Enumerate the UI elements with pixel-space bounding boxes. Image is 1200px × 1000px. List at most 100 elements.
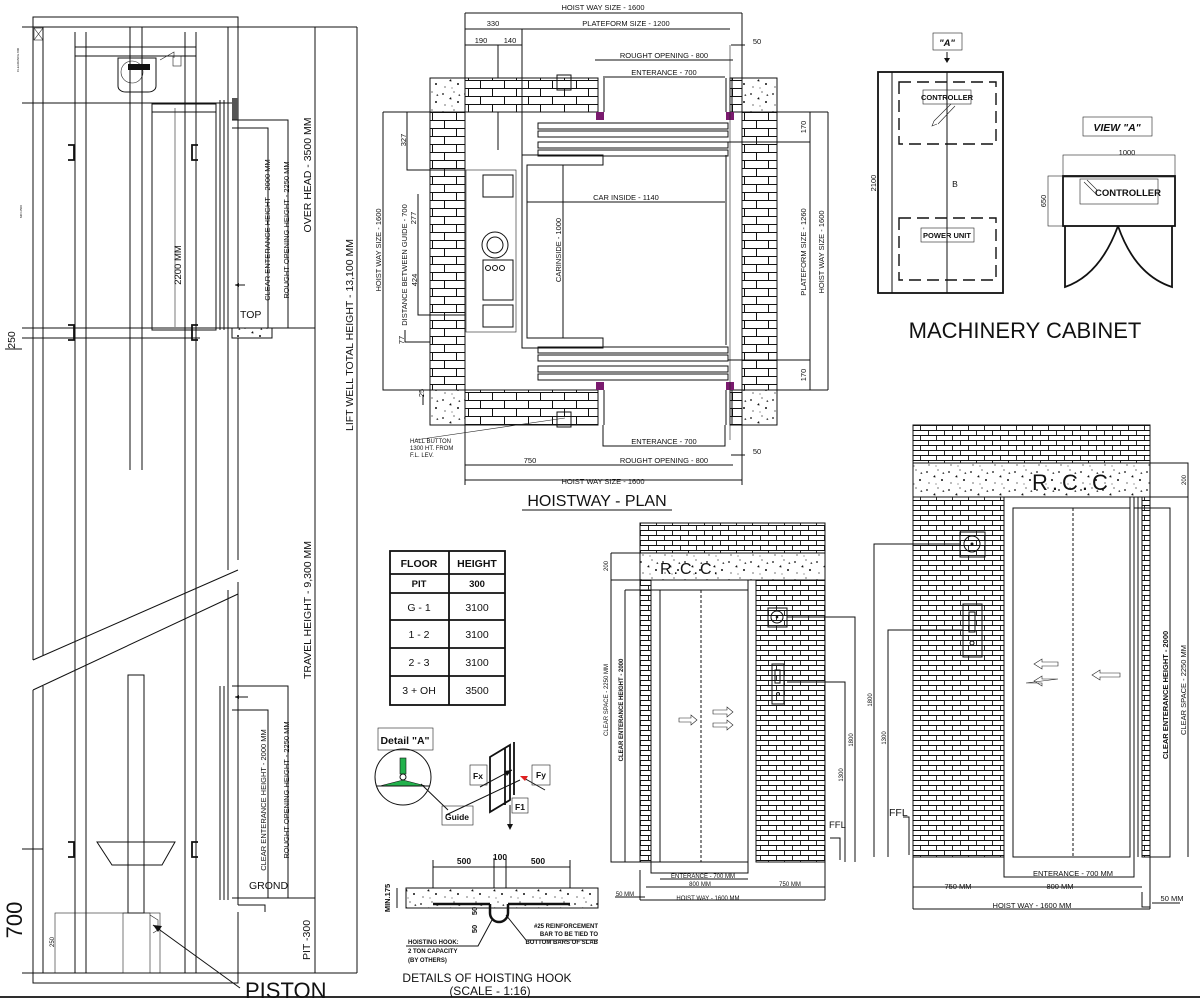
right-dim-800: 800 MM (1046, 882, 1073, 891)
dim-190: 190 (475, 36, 488, 45)
guide-rail-icon (489, 742, 515, 814)
dim-50b: 50 (470, 925, 479, 933)
dim-330: 330 (487, 19, 500, 28)
dim-50a: 50 (470, 907, 479, 915)
hoisting-hook-title: DETAILS OF HOISTING HOOK (402, 971, 571, 985)
dim-50-bottom: 50 (753, 447, 761, 456)
right-dim-200: 200 (1182, 474, 1188, 485)
power-pack-machine-icon (465, 169, 517, 333)
top-clear-entrance-dim: CLEAR ENTERANCE HEIGHT - 2000 MM (263, 159, 272, 301)
hoist-way-bottom-dim: HOIST WAY SIZE - 1600 (561, 477, 644, 486)
mid-dim-50: 50 MM (616, 892, 634, 898)
table-header-floor: FLOOR (401, 558, 438, 570)
hoisting-hook-detail: 500 100 500 MIN.175 50 50 HOISTING HOOK:… (383, 852, 599, 998)
pit-box (54, 912, 161, 974)
min-tiny: MIN 2500 (19, 205, 23, 218)
mid-ffl: FFL (829, 820, 846, 831)
entrance-bottom-dim: ENTERANCE - 700 (631, 437, 696, 446)
clearance-tiny: CLEARANCE 800 (16, 47, 20, 72)
landing-door-panels-bottom (537, 346, 729, 381)
cabinet-doors (1064, 225, 1173, 289)
travel-height-dim: TRAVEL HEIGHT - 9,300 MM (302, 541, 314, 679)
table-cell-height: 3100 (465, 602, 489, 614)
door-elevation-center-opening: R.C.C. 200 CLEAR SPACE - 2250 MM CLEAR E… (604, 522, 856, 902)
detail-circle (374, 748, 432, 806)
pit-dim: PIT -300 (301, 920, 313, 960)
hook-note-line: (BY OTHERS) (408, 958, 447, 964)
dim-170-bottom: 170 (799, 369, 808, 382)
piston-base-icon (122, 912, 151, 974)
hoist-way-top-dim: HOIST WAY SIZE - 1600 (561, 3, 644, 12)
mid-dim-1300: 1300 (839, 768, 845, 782)
top-slab (32, 16, 239, 28)
table-cell-height: 3100 (465, 657, 489, 669)
concrete-column (741, 77, 778, 113)
dim-424: 424 (410, 274, 419, 287)
table-header-height: HEIGHT (457, 558, 497, 570)
table-cell-height: 300 (469, 579, 485, 590)
dim-500-left: 500 (457, 856, 471, 866)
door-jamb (596, 112, 604, 120)
dim-77: 77 (397, 336, 406, 344)
brick-wall-bottom (464, 389, 599, 426)
floor-height-table: FLOOR HEIGHT PIT 300 G - 1 3100 1 - 2 31… (389, 550, 506, 706)
hoist-way-right-dim: HOIST WAY SIZE - 1600 (817, 210, 826, 293)
cabinet-front (877, 71, 1004, 294)
bar-note-line: #25 REINFORCEMENT (534, 924, 598, 930)
ground-label: GROND (249, 880, 289, 892)
car-outline (151, 103, 217, 331)
table-cell-floor: 1 - 2 (408, 629, 429, 641)
table-cell-floor: 3 + OH (402, 685, 436, 697)
mid-entrance-dim: ENTERANCE - 700 MM (671, 874, 735, 880)
car-height-dim: 2200 MM (173, 245, 184, 285)
brick-wall (755, 579, 826, 863)
hoistway-plan: HOIST WAY SIZE - 1600 PLATEFORM SIZE - 1… (374, 3, 829, 511)
concrete-column (429, 77, 466, 113)
door-jamb (596, 382, 604, 390)
entrance-top-dim: ENTERANCE - 700 (631, 68, 696, 77)
table-cell-height: 3500 (465, 685, 489, 697)
bar-note-line: BAR TO BE TIED TO (540, 932, 598, 938)
bottom-clear-entrance-dim: CLEAR ENTERANCE HEIGHT - 2000 MM (259, 729, 268, 871)
dim-277: 277 (409, 212, 418, 225)
hall-panel-icon (771, 663, 785, 705)
machinery-cabinet: "A" CONTROLLER B 2100 POWER UNIT VIEW "A… (869, 32, 1176, 343)
over-head-dim: OVER HEAD - 3500 MM (302, 118, 314, 233)
concrete-column (741, 389, 778, 426)
top-rough-opening-dim: ROUGHT OPENING HEIGHT - 2250 MM (282, 161, 291, 298)
hook-note-line: HOISTING HOOK: (408, 940, 459, 946)
distance-between-guide-dim: DISTANCE BETWEEN GUIDE - 700 (400, 204, 409, 326)
dim-500-right: 500 (531, 856, 545, 866)
mid-dim-800: 800 MM (689, 882, 711, 888)
f1-label: F1 (515, 802, 525, 812)
right-dim-1800: 1800 (868, 693, 874, 707)
brick-wall-top (464, 77, 599, 113)
right-hoist-way: HOIST WAY - 1600 MM (993, 901, 1072, 910)
brick-wall (912, 496, 1005, 858)
bottom-rough-opening-dim: ROUGHT OPENING HEIGHT - 2250 MM (282, 721, 291, 858)
table-cell-floor: PIT (412, 579, 427, 590)
min-175-dim: MIN.175 (383, 884, 392, 912)
piston-cylinder (127, 674, 145, 914)
controller-label: CONTROLLER (921, 93, 974, 102)
rough-opening-top-dim: ROUGHT OPENING - 800 (620, 51, 708, 60)
landing-door (659, 589, 749, 863)
landing-door-panels-top (537, 122, 729, 157)
car-outline (521, 29, 604, 349)
dim-327: 327 (399, 134, 408, 147)
dim-50-top: 50 (753, 37, 761, 46)
cabinet-depth-dim: 650 (1039, 195, 1048, 208)
dim-170-top: 170 (799, 121, 808, 134)
bar-note-line: BOTTOM BARS OF SLAB (525, 940, 598, 946)
hook-note-line: 2 TON CAPACITY (408, 949, 457, 955)
plan-title: HOISTWAY - PLAN (527, 493, 666, 510)
piston-rod (129, 27, 143, 470)
hall-button-note-line: 1300 HT. FROM (410, 446, 453, 452)
car-inside-depth-dim: CARINSIDE - 1000 (554, 218, 563, 282)
rcc-lintel (912, 462, 1151, 498)
cabinet-width-dim: 1000 (1119, 148, 1136, 157)
hoist-way-left-dim: HOIST WAY SIZE - 1600 (374, 208, 383, 291)
detail-a: Detail "A" Guide Fx Fy F1 (374, 727, 551, 830)
slab-250-dim: 250 (6, 331, 18, 349)
